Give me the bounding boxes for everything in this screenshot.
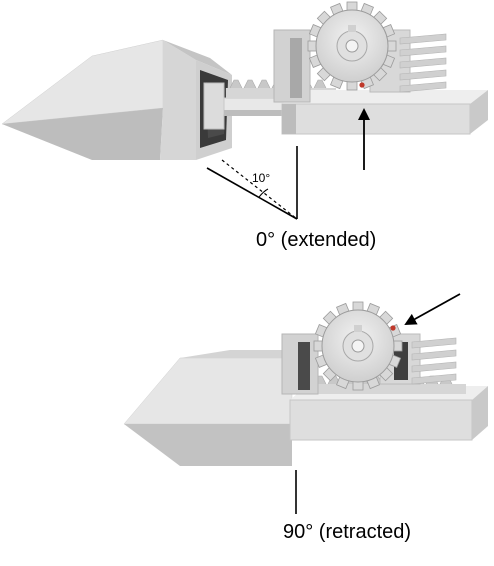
marker-dot-extended xyxy=(359,82,365,88)
caption-extended: 0° (extended) xyxy=(256,229,377,251)
arrow-indicator-retracted xyxy=(404,293,461,325)
retracted-assembly xyxy=(123,301,488,466)
fins-extended xyxy=(399,33,447,93)
fins-retracted xyxy=(411,337,457,385)
gear-retracted xyxy=(313,301,403,391)
reference-line-dashed xyxy=(221,159,298,220)
caption-retracted: 90° (retracted) xyxy=(283,521,412,543)
angle-annotation xyxy=(206,146,298,220)
angle-arc xyxy=(258,188,269,198)
extended-assembly xyxy=(1,1,488,160)
nose-cone-extended xyxy=(1,39,232,160)
reference-line-diagonal xyxy=(206,167,298,220)
nose-cone-retracted xyxy=(123,350,293,466)
gear-extended xyxy=(307,1,397,91)
base-block-retracted xyxy=(289,386,488,441)
marker-dot-retracted xyxy=(390,325,396,331)
base-block-extended xyxy=(281,90,488,135)
angle-label: 10° xyxy=(252,171,271,185)
